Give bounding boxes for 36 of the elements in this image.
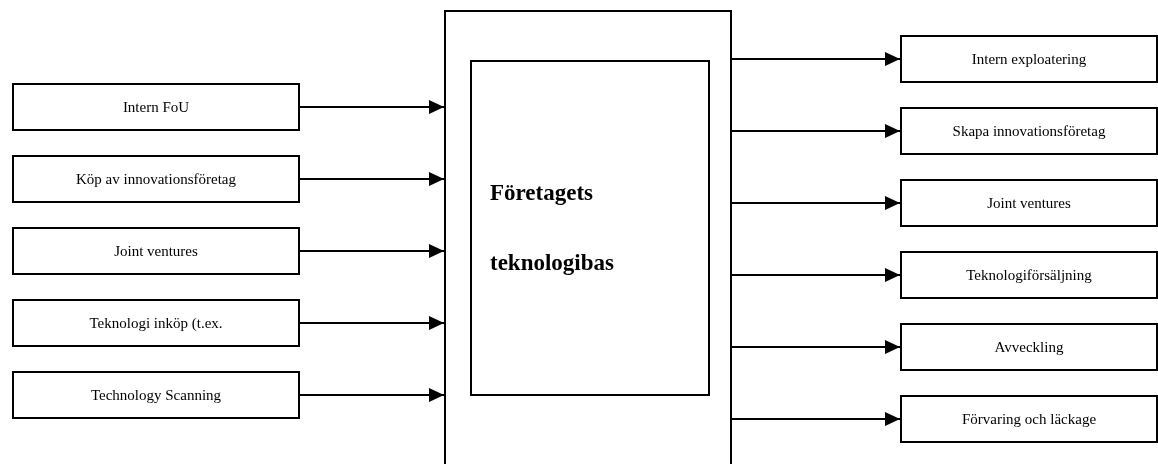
box-label: Joint ventures bbox=[986, 194, 1072, 212]
process-box bbox=[12, 299, 300, 347]
process-box bbox=[900, 323, 1158, 371]
arrow bbox=[299, 172, 445, 186]
box-label: Köp av innovationsföretag bbox=[75, 170, 237, 188]
arrow bbox=[299, 244, 445, 258]
arrow bbox=[299, 316, 445, 330]
process-box bbox=[900, 35, 1158, 83]
core-box bbox=[470, 60, 710, 396]
process-box bbox=[900, 107, 1158, 155]
box-label: Skapa innovationsföretag bbox=[951, 122, 1107, 140]
container-box bbox=[444, 10, 732, 464]
process-box bbox=[12, 155, 300, 203]
arrow bbox=[299, 100, 445, 114]
process-box bbox=[12, 227, 300, 275]
box-label: Intern FoU bbox=[121, 98, 191, 116]
box-label: Technology Scanning bbox=[89, 386, 223, 404]
box-title: Företagets teknologibas bbox=[490, 179, 615, 277]
process-box bbox=[12, 83, 300, 131]
process-box bbox=[900, 395, 1158, 443]
process-box bbox=[900, 179, 1158, 227]
process-box bbox=[900, 251, 1158, 299]
process-box bbox=[12, 371, 300, 419]
arrow bbox=[731, 196, 901, 210]
arrow bbox=[299, 388, 445, 402]
arrow bbox=[731, 268, 901, 282]
arrow bbox=[731, 340, 901, 354]
box-label: Joint ventures bbox=[113, 242, 199, 260]
arrow bbox=[731, 412, 901, 426]
arrow bbox=[731, 52, 901, 66]
box-label: Teknologiförsäljning bbox=[965, 266, 1093, 284]
arrow bbox=[731, 124, 901, 138]
box-label: Avveckling bbox=[993, 338, 1065, 356]
box-label: Teknologi inköp (t.ex. bbox=[88, 314, 224, 332]
box-label: Förvaring och läckage bbox=[960, 410, 1098, 428]
box-label: Intern exploatering bbox=[970, 50, 1088, 68]
